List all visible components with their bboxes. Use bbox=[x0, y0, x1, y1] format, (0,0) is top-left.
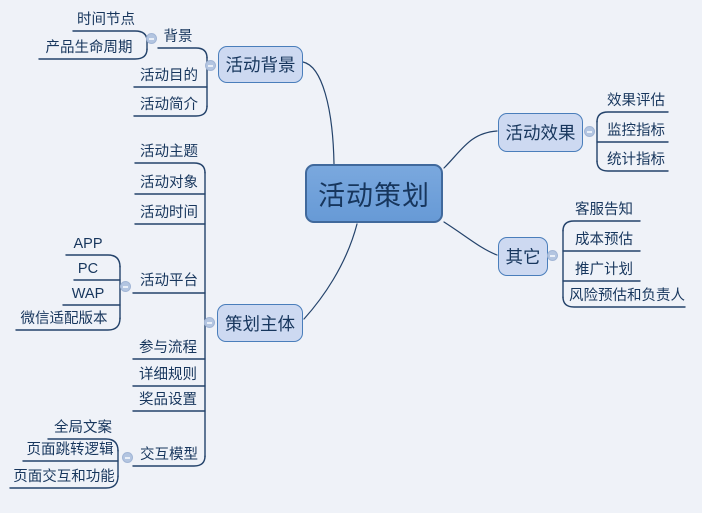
branch-planning-body-label: 策划主体 bbox=[225, 313, 295, 334]
collapse-icon-others[interactable] bbox=[547, 250, 558, 261]
collapse-icon-background[interactable] bbox=[146, 33, 157, 44]
topic-activity-intro[interactable]: 活动简介 bbox=[140, 97, 198, 113]
branch-activity-background[interactable]: 活动背景 bbox=[218, 46, 303, 83]
platform-children-lines bbox=[15, 254, 121, 331]
topic-customer-service-notice[interactable]: 客服告知 bbox=[575, 202, 633, 218]
branch-body-lines bbox=[132, 162, 206, 467]
branch-planning-body[interactable]: 策划主体 bbox=[217, 304, 303, 342]
topic-background[interactable]: 背景 bbox=[163, 29, 193, 45]
interaction-children-lines bbox=[9, 438, 119, 489]
branch-others-label: 其它 bbox=[505, 247, 541, 267]
topic-interaction-model[interactable]: 交互模型 bbox=[140, 447, 198, 463]
topic-monitoring-metrics[interactable]: 监控指标 bbox=[607, 123, 665, 139]
topic-wap[interactable]: WAP bbox=[71, 286, 105, 302]
topic-risk-and-owner[interactable]: 风险预估和负责人 bbox=[569, 288, 685, 304]
topic-page-jump-logic[interactable]: 页面跳转逻辑 bbox=[26, 442, 114, 458]
topic-global-copy[interactable]: 全局文案 bbox=[54, 420, 112, 436]
topic-activity-time[interactable]: 活动时间 bbox=[140, 205, 198, 221]
topic-participation-flow[interactable]: 参与流程 bbox=[139, 340, 197, 356]
topic-pc[interactable]: PC bbox=[77, 261, 99, 277]
collapse-icon-activity-effect[interactable] bbox=[584, 126, 595, 137]
branch-others[interactable]: 其它 bbox=[498, 237, 548, 276]
branch-others-lines bbox=[562, 220, 686, 308]
topic-activity-platform[interactable]: 活动平台 bbox=[140, 273, 198, 289]
collapse-icon-activity-platform[interactable] bbox=[120, 281, 131, 292]
branch-effect-lines bbox=[596, 111, 669, 172]
branch-activity-effect[interactable]: 活动效果 bbox=[498, 113, 583, 152]
topic-prize-setting[interactable]: 奖品设置 bbox=[139, 392, 197, 408]
topic-activity-theme[interactable]: 活动主题 bbox=[140, 144, 198, 160]
topic-product-lifecycle[interactable]: 产品生命周期 bbox=[45, 40, 133, 56]
topic-activity-target[interactable]: 活动对象 bbox=[140, 175, 198, 191]
central-topic-label: 活动策划 bbox=[318, 181, 430, 211]
topic-activity-purpose[interactable]: 活动目的 bbox=[140, 68, 198, 84]
collapse-icon-activity-background[interactable] bbox=[205, 60, 216, 71]
topic-cost-estimate[interactable]: 成本预估 bbox=[575, 232, 633, 248]
central-topic[interactable]: 活动策划 bbox=[305, 164, 443, 223]
topic-statistics-metrics[interactable]: 统计指标 bbox=[607, 152, 665, 168]
branch-activity-background-label: 活动背景 bbox=[225, 55, 296, 75]
topic-detailed-rules[interactable]: 详细规则 bbox=[139, 367, 197, 383]
topic-effect-evaluation[interactable]: 效果评估 bbox=[607, 93, 665, 109]
collapse-icon-interaction-model[interactable] bbox=[122, 452, 133, 463]
branch-activity-effect-label: 活动效果 bbox=[505, 123, 576, 143]
topic-page-interaction-function[interactable]: 页面交互和功能 bbox=[13, 469, 115, 485]
collapse-icon-planning-body[interactable] bbox=[204, 317, 215, 328]
topic-app[interactable]: APP bbox=[73, 236, 103, 252]
topic-promotion-plan[interactable]: 推广计划 bbox=[575, 262, 633, 278]
topic-wechat-version[interactable]: 微信适配版本 bbox=[20, 311, 108, 327]
topic-time-node[interactable]: 时间节点 bbox=[77, 12, 135, 28]
root-branch-curves bbox=[302, 61, 498, 320]
